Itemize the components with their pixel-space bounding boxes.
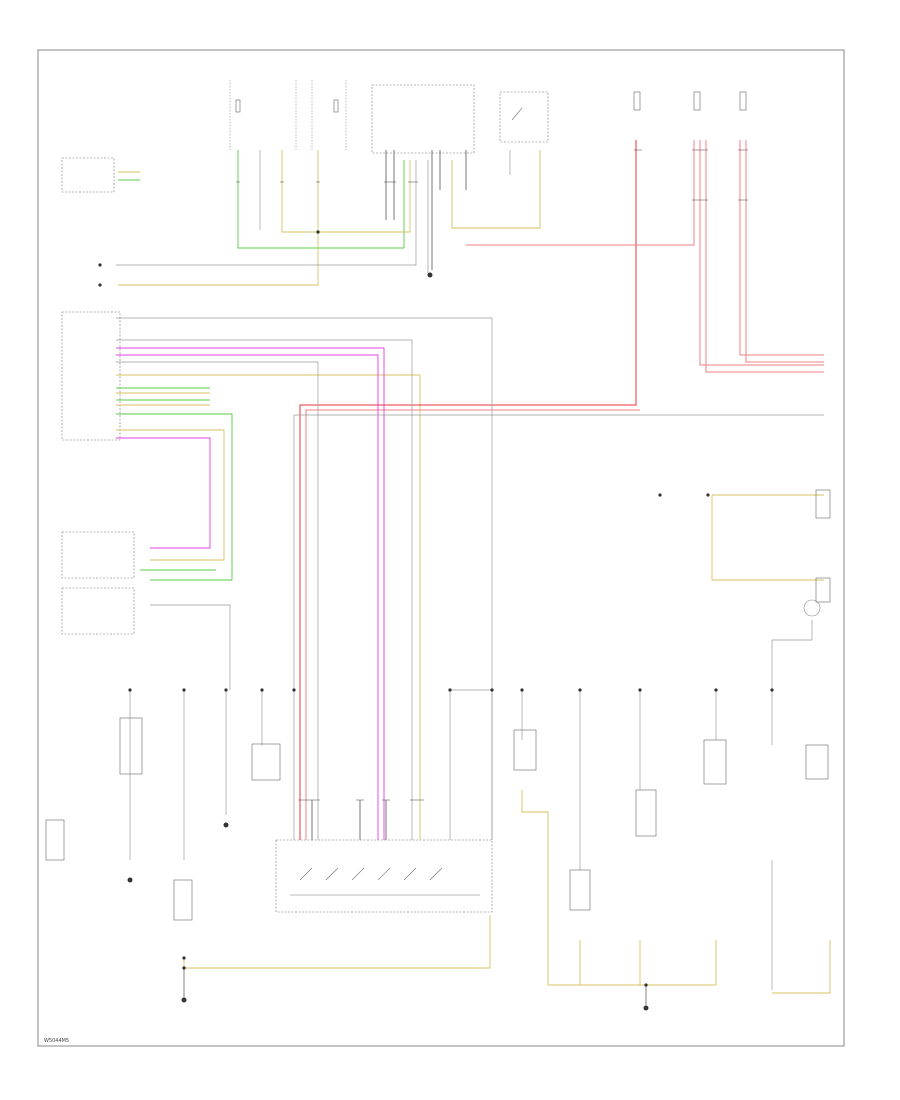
component-box-top-center [371,84,475,154]
device-box-4 [513,729,537,771]
ground-symbol-icon [427,272,433,278]
device-box-11 [45,819,65,861]
diagram-code: W5044M5 [44,1038,69,1044]
switch-contacts [290,107,523,896]
wires-red [299,140,824,840]
ground-symbol-icon [643,1005,649,1011]
switch-icon [299,867,313,881]
device-box-8 [805,744,829,780]
fuse-icon [633,91,641,111]
switch-icon [377,867,391,881]
wires-magenta [116,347,385,840]
switch-icon [325,867,339,881]
fuse-icon [235,99,241,113]
wires-yellow [116,150,831,994]
component-box-left-a [61,157,115,193]
top-fuse-columns [229,80,347,150]
component-box-top-right [499,91,549,143]
ground-symbol-icon [223,822,229,828]
device-box-2 [251,743,281,781]
wires-green [116,150,405,581]
wires-gray [116,150,824,990]
component-box-center-bottom [275,839,493,913]
junction-dots [98,230,774,987]
diagram-frame [37,49,845,1047]
component-box-left-c [61,531,135,579]
wires-dark [311,150,467,840]
device-box-10 [815,577,831,603]
top-components [61,84,549,913]
device-box-7 [703,739,727,785]
device-box-3 [173,879,193,921]
device-box-1 [119,717,143,775]
device-box-5 [569,869,591,911]
switch-icon [403,867,417,881]
switch-icon [511,107,523,121]
switch-icon [351,867,365,881]
device-box-6 [635,789,657,837]
connector-ticks [236,149,748,801]
device-boxes [45,489,831,921]
device-box-9 [815,489,831,519]
ground-symbol-icon [127,877,133,883]
ground-symbols [127,272,649,1011]
lamp-icon [803,599,821,617]
fuse-icon [333,99,339,113]
ground-symbol-icon [181,997,187,1003]
fuse-icon [739,91,747,111]
fuses [235,91,747,113]
component-box-left-b [61,311,121,441]
switch-icon [429,867,443,881]
fuse-icon [693,91,701,111]
component-box-left-d [61,587,135,635]
